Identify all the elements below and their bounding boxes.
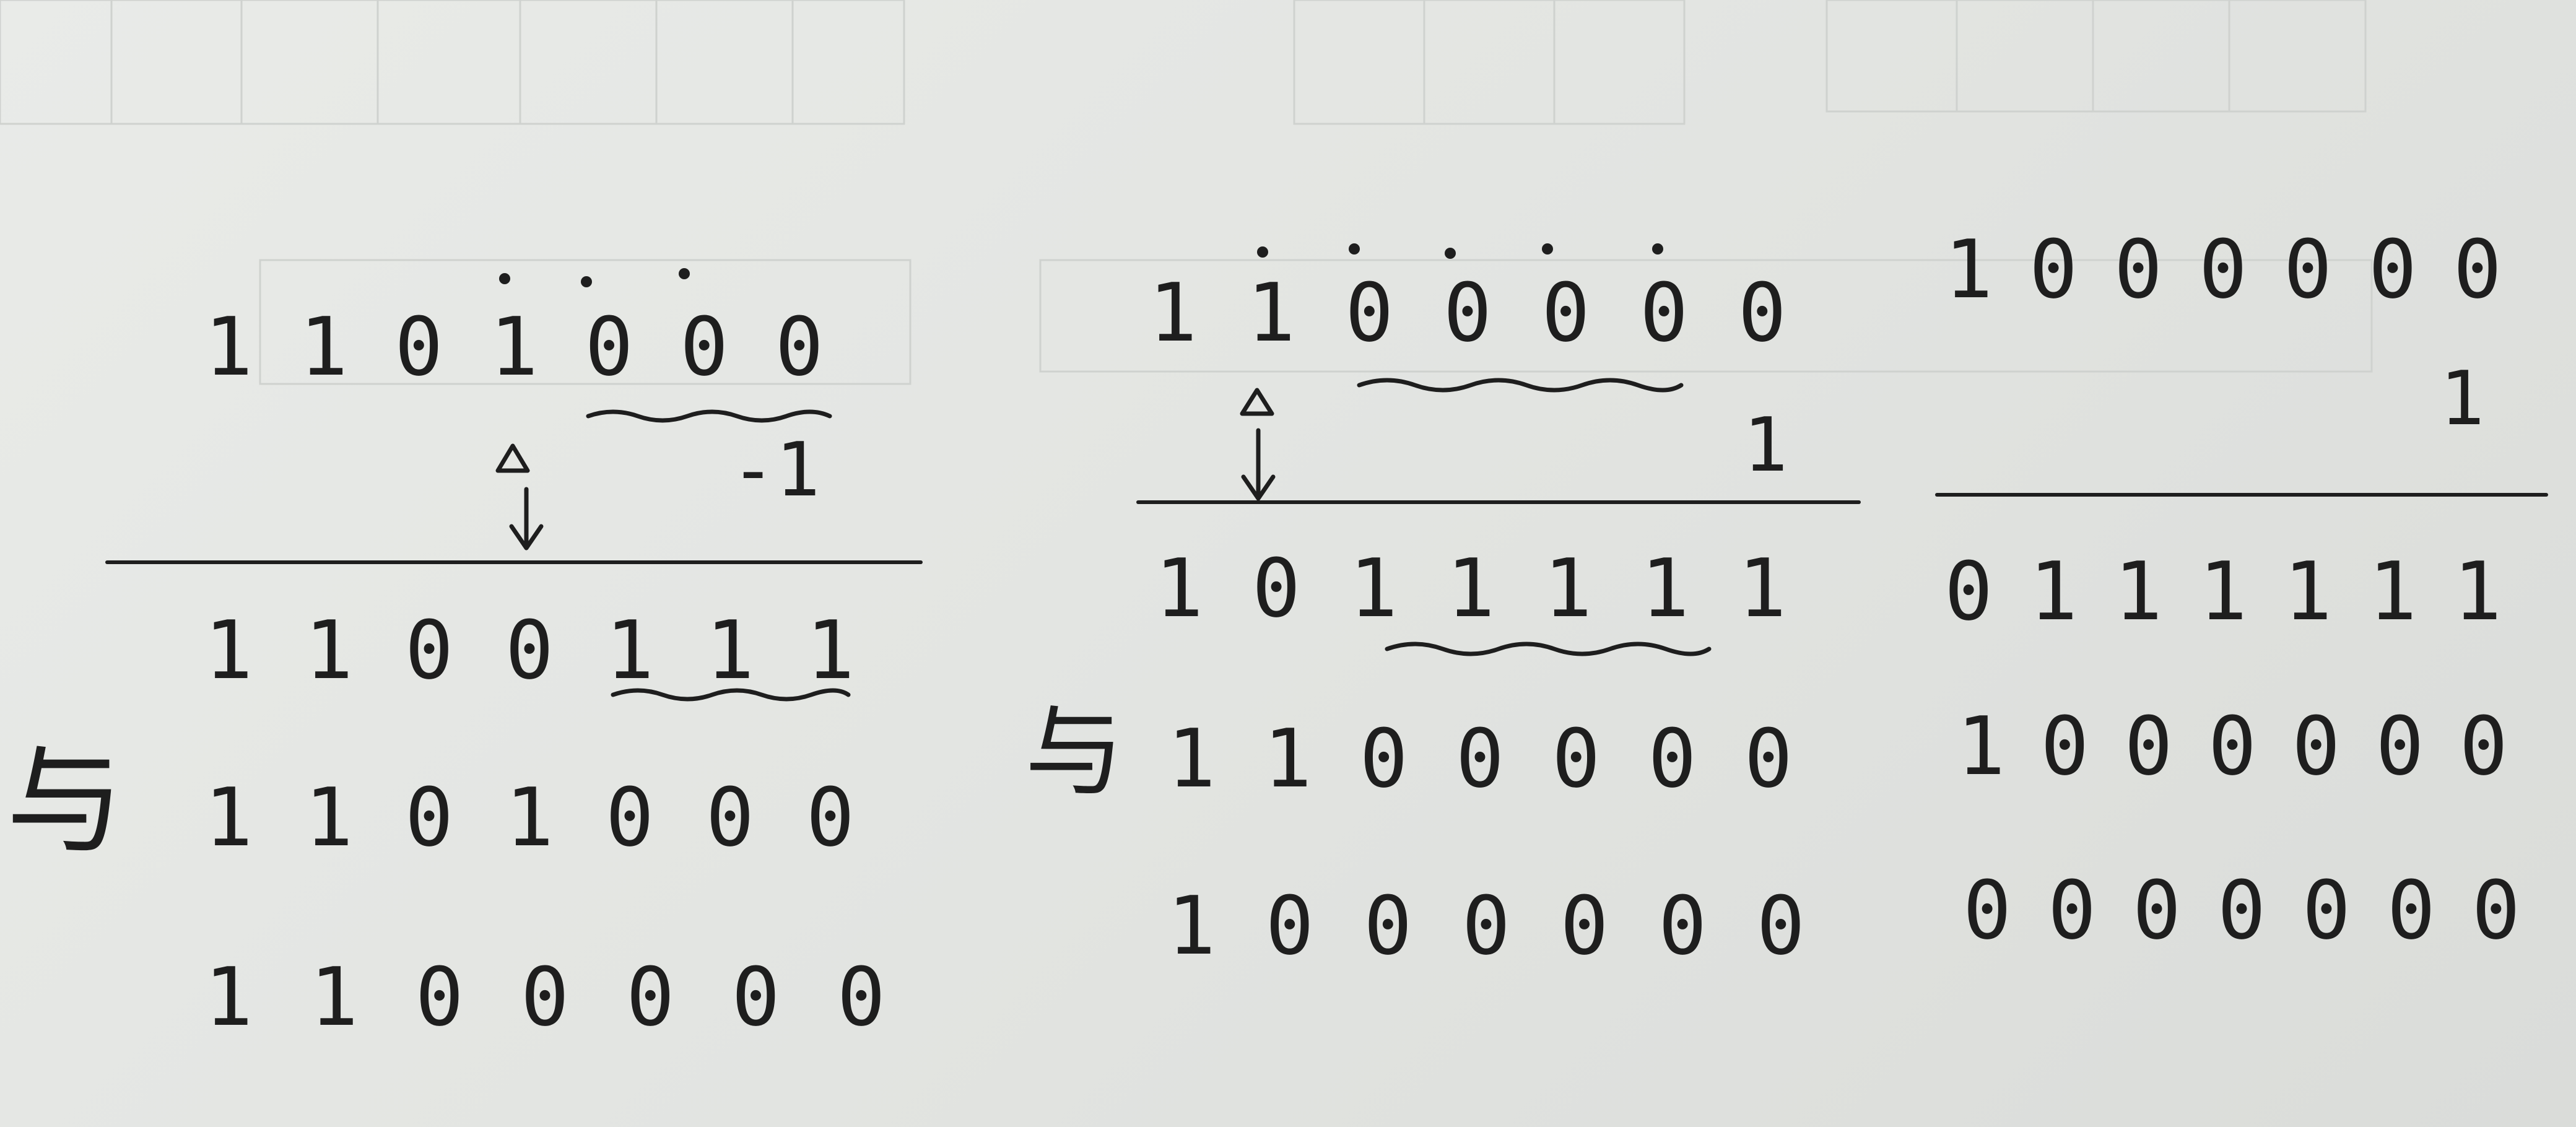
left-subtrahend: -1 [731, 427, 820, 513]
right-subtrahend: 1 [2440, 356, 2485, 442]
carry-dot [1652, 243, 1663, 255]
middle-and-label: 与 [1025, 694, 1125, 810]
middle-sum-line [1136, 500, 1861, 504]
carry-dot [679, 268, 690, 279]
wavy-underline [1385, 642, 1712, 656]
carry-dot [1349, 243, 1360, 255]
wavy-underline [1357, 378, 1684, 393]
left-and-label: 与 [6, 733, 124, 870]
left-sum-line [105, 560, 923, 564]
right-sum-line [1935, 493, 2548, 497]
carry-dot [1542, 243, 1553, 255]
carry-dot [499, 273, 510, 284]
wavy-underline [611, 688, 851, 702]
carry-dot [1257, 246, 1268, 258]
middle-subtrahend: 1 [1743, 402, 1788, 489]
triangle-icon [495, 443, 530, 473]
wavy-underline [586, 409, 832, 423]
carry-dot [581, 276, 592, 287]
carry-dot [1445, 248, 1456, 259]
triangle-icon [1240, 388, 1274, 416]
